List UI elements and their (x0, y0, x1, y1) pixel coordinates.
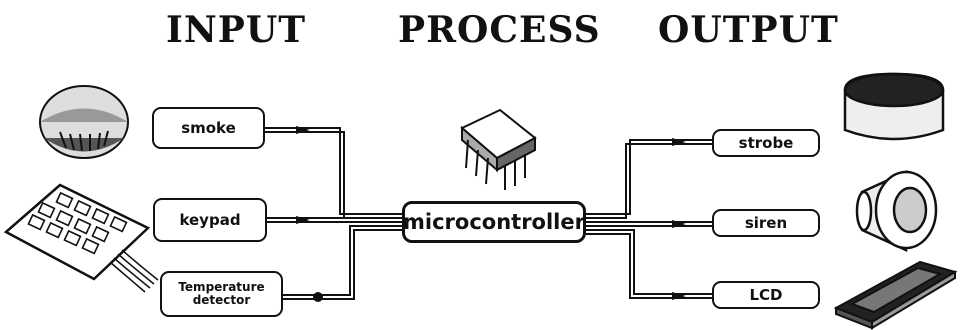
output-heading: OUTPUT (658, 9, 839, 51)
keypad-icon (3, 183, 159, 293)
lcd-box: LCD (712, 281, 820, 309)
smoke-box: smoke (152, 107, 265, 149)
siren-icon (855, 170, 938, 252)
strobe-light-icon (843, 72, 945, 141)
chip-icon (460, 108, 537, 190)
lcd-display-icon (833, 260, 958, 330)
keypad-box: keypad (153, 198, 267, 242)
input-heading: INPUT (166, 9, 306, 51)
process-heading: PROCESS (398, 9, 601, 51)
temperature-detector-box: Temperature detector (160, 271, 283, 317)
smoke-detector-icon (39, 85, 129, 159)
strobe-box: strobe (712, 129, 820, 157)
microcontroller-box: microcontroller (402, 201, 586, 243)
siren-box: siren (712, 209, 820, 237)
